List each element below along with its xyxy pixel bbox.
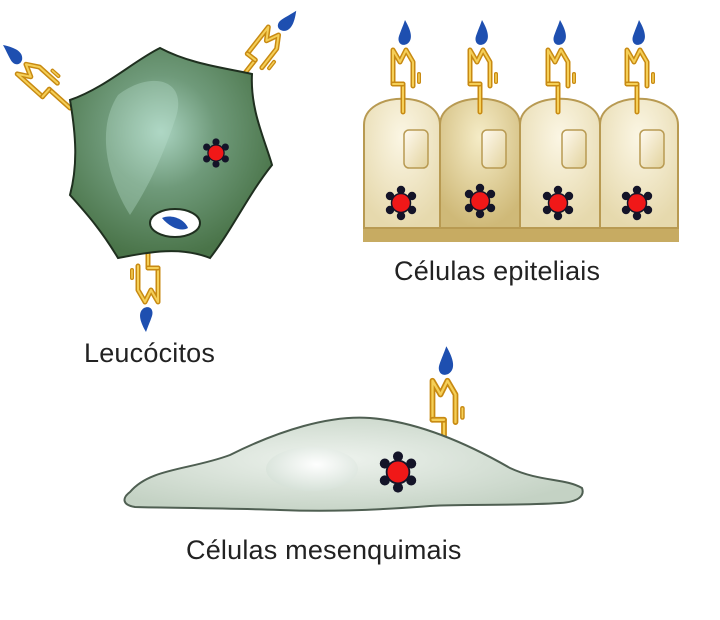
epithelial-basement xyxy=(363,228,679,242)
leukocyte-cell xyxy=(0,3,307,332)
leukocytes-label: Leucócitos xyxy=(84,338,216,368)
mesenchymal-cells-label: Células mesenquimais xyxy=(186,535,462,565)
receptor-icon xyxy=(0,35,81,116)
epithelial-cells xyxy=(363,20,679,242)
mesenchymal-cell xyxy=(123,346,584,512)
epithelial-cells-label: Células epiteliais xyxy=(394,256,601,286)
leukocyte-membrane xyxy=(68,46,274,260)
mesenchymal-nucleus xyxy=(266,447,358,491)
